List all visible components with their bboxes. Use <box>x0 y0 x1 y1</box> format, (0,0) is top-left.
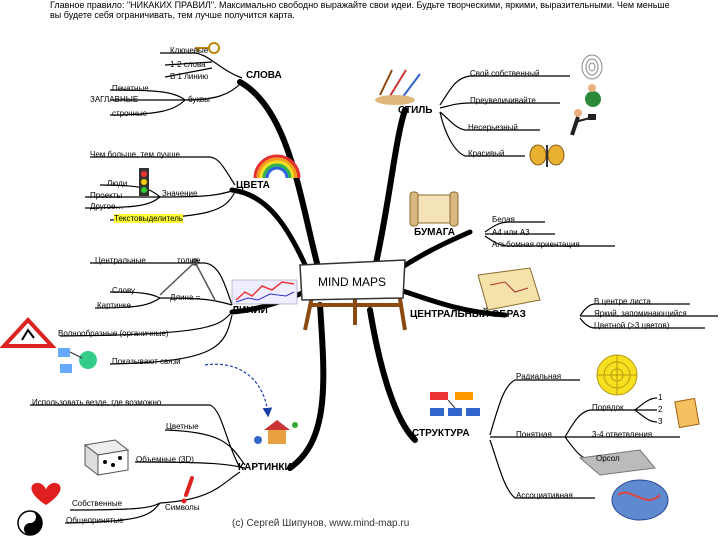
cveta-highlighter: Текстовыделитель <box>114 214 184 223</box>
orsol-icon <box>578 449 656 476</box>
bumaga-album: Альбомная ориентация <box>492 240 580 249</box>
struktura-n2: 2 <box>658 405 663 414</box>
slova-one-two: 1-2 слова <box>170 60 206 69</box>
struktura-branches-3-4: 3-4 ответвления <box>592 430 653 439</box>
slova-lower: строчные <box>112 109 148 118</box>
branch-line-kartinki <box>287 302 327 471</box>
branch-kartinki-title: КАРТИНКИ <box>238 462 292 473</box>
businessman-icon <box>570 109 596 136</box>
butterfly-icon <box>529 144 565 167</box>
linii-wavy: Волнообразные (органичные) <box>58 329 169 338</box>
linii-length: Длина = <box>170 293 201 302</box>
linii-thicker: толще <box>177 256 201 265</box>
center-label: MIND MAPS <box>318 275 386 289</box>
struktura-n1: 1 <box>658 393 663 402</box>
yin-yang-icon <box>17 510 43 536</box>
struktura-n3: 3 <box>658 417 663 426</box>
kartinki-symbols: Символы <box>165 503 200 512</box>
branch-line-struktura <box>367 307 418 443</box>
branch-linii-title: ЛИНИИ <box>232 305 268 316</box>
exclamation-icon <box>181 476 194 504</box>
house-icon <box>254 420 298 444</box>
stil-own: Свой собственный <box>470 69 540 78</box>
linii-word: Слову <box>112 286 136 295</box>
slova-one-line: В 1 линию <box>170 72 209 81</box>
fingerprint-icon <box>581 54 603 80</box>
heart-icon <box>31 482 61 505</box>
link-arrow <box>204 363 273 418</box>
linii-show-links: Показывают связи <box>112 357 181 366</box>
branch-line-slova <box>237 79 323 278</box>
line-chart-icon <box>231 279 298 305</box>
linii-picture: Картинке <box>97 301 131 310</box>
branch-line-stil <box>372 107 408 271</box>
map-icon <box>477 267 541 311</box>
org-chart-icon <box>430 392 480 416</box>
slova-key: Ключевые <box>170 46 209 55</box>
branch-bumaga-title: БУМАГА <box>414 227 455 238</box>
branch-obraz-title: ЦЕНТРАЛЬНЫЙ ОБРАЗ <box>410 309 526 320</box>
kartinki-colored: Цветные <box>166 422 199 431</box>
kartinki-common: Общепринятые <box>66 516 124 525</box>
cveta-meaning: Значение <box>162 189 198 198</box>
cveta-people: Люди <box>107 179 128 188</box>
dice-icon <box>83 439 130 477</box>
bumaga-white: Белая <box>492 215 515 224</box>
slova-letters: буквы <box>188 95 210 104</box>
network-icon <box>58 348 97 373</box>
cveta-projects: Проекты <box>90 191 123 200</box>
traffic-light-icon <box>139 168 149 196</box>
obraz-colored: Цветной (>3 цветов) <box>594 321 670 330</box>
key-icon <box>195 42 220 54</box>
branch-line-cveta <box>229 187 315 283</box>
branch-struktura-title: СТРУКТУРА <box>412 428 470 439</box>
compass-icon <box>159 258 216 301</box>
paint-brushes-icon <box>375 69 421 105</box>
slova-caps: ЗАГЛАВНЫЕ <box>90 95 139 104</box>
branch-stil-title: СТИЛЬ <box>398 105 433 116</box>
struktura-radial: Радиальная <box>516 372 562 381</box>
slova-printed: Печатные <box>112 84 149 93</box>
number-cards-icon <box>674 397 700 429</box>
header-rule: Главное правило: "НИКАКИХ ПРАВИЛ". Макси… <box>50 0 670 20</box>
struktura-orsol: Орсол <box>596 454 620 463</box>
footer-credit: (с) Сергей Шипунов, www.mind-map.ru <box>232 518 410 529</box>
branch-line-obraz <box>397 287 508 318</box>
obraz-bright: Яркий, запоминающийся <box>594 309 687 318</box>
struktura-clear: Понятная <box>516 430 552 439</box>
linii-central: Центральные <box>95 256 146 265</box>
paper-scroll-icon <box>409 191 459 227</box>
struktura-order: Порядок <box>592 403 624 412</box>
kartinki-use-everywhere: Использовать везде, где возможно <box>32 398 162 407</box>
struktura-associative: Ассоциативная <box>516 491 573 500</box>
stil-exaggerate: Преувеличивайте <box>470 96 536 105</box>
branch-cveta-title: ЦВЕТА <box>236 180 270 191</box>
warning-sign-icon <box>0 317 57 348</box>
brain-icon <box>611 479 669 521</box>
kartinki-volume: Объемные (3D) <box>136 455 194 464</box>
radial-disc-icon <box>596 354 638 396</box>
cveta-other: Другое… <box>90 202 124 211</box>
bumaga-a4-a3: А4 или А3 <box>492 228 530 237</box>
stil-unserious: Несерьезный <box>468 123 518 132</box>
stil-beautiful: Красивый <box>468 149 505 158</box>
kartinki-own: Собственные <box>72 499 123 508</box>
easel-icon <box>299 259 407 331</box>
branch-slova-title: СЛОВА <box>246 70 282 81</box>
rainbow-icon <box>253 154 301 179</box>
cveta-more-better: Чем больше, тем лучше <box>90 150 180 159</box>
globe-icon <box>585 84 601 107</box>
obraz-center: В центре листа <box>594 297 651 306</box>
